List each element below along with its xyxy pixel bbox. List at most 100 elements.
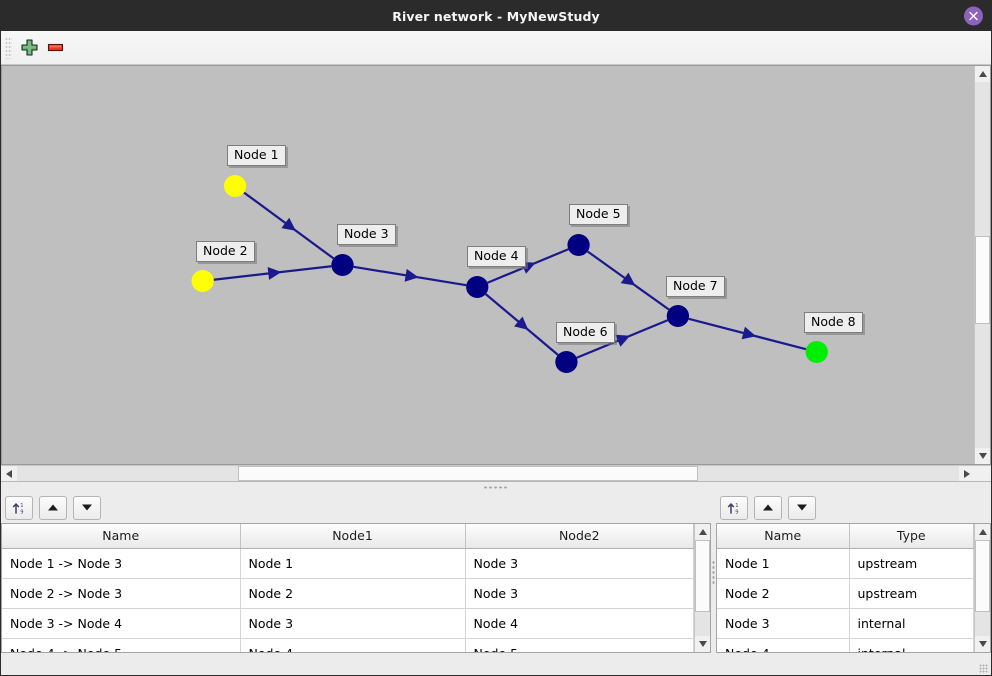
node-table-cell[interactable]: Node 2 [717, 578, 850, 609]
status-bar [1, 653, 991, 675]
branch-table-column-header[interactable]: Node1 [240, 524, 466, 549]
branch-move-up-button[interactable] [39, 495, 67, 520]
node-label-node-5[interactable]: Node 5 [569, 204, 628, 225]
scroll-right-arrow[interactable] [959, 466, 975, 481]
graph-node-node-8[interactable] [805, 341, 828, 363]
svg-text:9: 9 [20, 509, 23, 515]
vertical-splitter-grip [712, 559, 715, 586]
node-table-vertical-scrollbar[interactable] [974, 524, 990, 652]
branch-scroll-up-arrow[interactable] [695, 524, 710, 540]
graph-node-node-1[interactable] [223, 175, 247, 197]
graph-node-node-5[interactable] [567, 234, 590, 256]
branch-table-cell[interactable]: Node 3 [465, 548, 694, 579]
node-move-down-button[interactable] [788, 495, 816, 520]
resize-grip[interactable] [979, 664, 988, 673]
branch-table-cell[interactable]: Node 2 -> Node 3 [2, 578, 241, 609]
branch-table-cell[interactable]: Node 1 [240, 548, 466, 579]
network-diagram-canvas[interactable]: Node 1 Node 2 Node 3 Node 4 Node 5 Node 6 Node… [1, 65, 991, 465]
branch-sort-button[interactable]: 1 9 [5, 495, 33, 520]
branch-table-cell[interactable]: Node 3 [240, 608, 466, 639]
branch-table-toolbar: 1 9 [1, 492, 711, 523]
node-table-cell[interactable]: Node 1 [717, 548, 850, 579]
branch-vscroll-thumb[interactable] [695, 540, 710, 612]
branch-table-cell[interactable]: Node 5 [465, 638, 694, 652]
node-label-node-8[interactable]: Node 8 [804, 312, 863, 333]
node-sort-button[interactable]: 1 9 [720, 495, 748, 520]
edge-arrow-icon [615, 334, 631, 347]
branch-table-cell[interactable]: Node 4 [240, 638, 466, 652]
node-label-node-3[interactable]: Node 3 [337, 224, 396, 245]
scroll-left-arrow[interactable] [1, 466, 17, 481]
graph-node-node-4[interactable] [466, 276, 489, 298]
node-table-column-header[interactable]: Name [717, 524, 850, 549]
plus-icon [20, 39, 38, 56]
scroll-up-arrow[interactable] [975, 66, 990, 82]
branch-table-cell[interactable]: Node 1 -> Node 3 [2, 548, 241, 579]
graph-node-node-3[interactable] [331, 254, 354, 276]
scroll-down-arrow[interactable] [975, 448, 990, 464]
branch-table-cell[interactable]: Node 4 [465, 608, 694, 639]
node-table-cell[interactable]: Node 4 [717, 638, 850, 652]
node-vscroll-thumb[interactable] [975, 540, 990, 612]
table-row[interactable]: Node 4internal [717, 638, 974, 652]
canvas-vscroll-thumb[interactable] [975, 236, 990, 324]
svg-text:1: 1 [20, 503, 23, 509]
node-table-cell[interactable]: upstream [849, 578, 974, 609]
remove-node-button[interactable] [42, 35, 68, 61]
edge-arrow-icon [281, 217, 296, 231]
canvas-hscroll-thumb[interactable] [238, 466, 698, 481]
horizontal-splitter[interactable] [1, 481, 991, 492]
graph-node-node-6[interactable] [555, 351, 578, 373]
vertical-splitter[interactable] [711, 492, 716, 653]
add-node-button[interactable] [16, 35, 42, 61]
graph-node-node-7[interactable] [666, 305, 690, 327]
node-table-cell[interactable]: internal [849, 608, 974, 639]
minus-icon [47, 43, 63, 52]
branch-table-cell[interactable]: Node 3 [465, 578, 694, 609]
edge-arrow-icon [514, 316, 529, 330]
triangle-down-icon [82, 504, 92, 511]
canvas-horizontal-scrollbar[interactable] [1, 465, 991, 481]
close-icon[interactable] [964, 6, 983, 26]
node-move-up-button[interactable] [754, 495, 782, 520]
node-label-node-6[interactable]: Node 6 [556, 322, 615, 343]
node-table-cell[interactable]: upstream [849, 548, 974, 579]
network-graph[interactable] [2, 66, 990, 464]
sort-icon: 1 9 [727, 503, 739, 515]
node-label-node-1[interactable]: Node 1 [227, 145, 286, 166]
graph-node-node-2[interactable] [191, 270, 214, 292]
branch-table-vertical-scrollbar[interactable] [694, 524, 710, 652]
branch-table-cell[interactable]: Node 4 -> Node 5 [2, 638, 241, 652]
node-scroll-up-arrow[interactable] [975, 524, 990, 540]
branch-move-down-button[interactable] [73, 495, 101, 520]
node-table-column-header[interactable]: Type [849, 524, 974, 549]
node-table-cell[interactable]: internal [849, 638, 974, 652]
node-table-cell[interactable]: Node 3 [717, 608, 850, 639]
branch-scroll-down-arrow[interactable] [695, 636, 710, 652]
node-label-node-7[interactable]: Node 7 [666, 276, 725, 297]
main-toolbar [1, 31, 991, 65]
node-scroll-down-arrow[interactable] [975, 636, 990, 652]
toolbar-drag-handle[interactable] [5, 36, 12, 59]
node-label-node-2[interactable]: Node 2 [196, 241, 255, 262]
branch-table-column-header[interactable]: Name [2, 524, 241, 549]
node-label-node-4[interactable]: Node 4 [467, 246, 526, 267]
canvas-vertical-scrollbar[interactable] [974, 66, 990, 464]
branch-table-cell[interactable]: Node 2 [240, 578, 466, 609]
branch-table-column-header[interactable]: Node2 [465, 524, 694, 549]
branch-table-cell[interactable]: Node 3 -> Node 4 [2, 608, 241, 639]
